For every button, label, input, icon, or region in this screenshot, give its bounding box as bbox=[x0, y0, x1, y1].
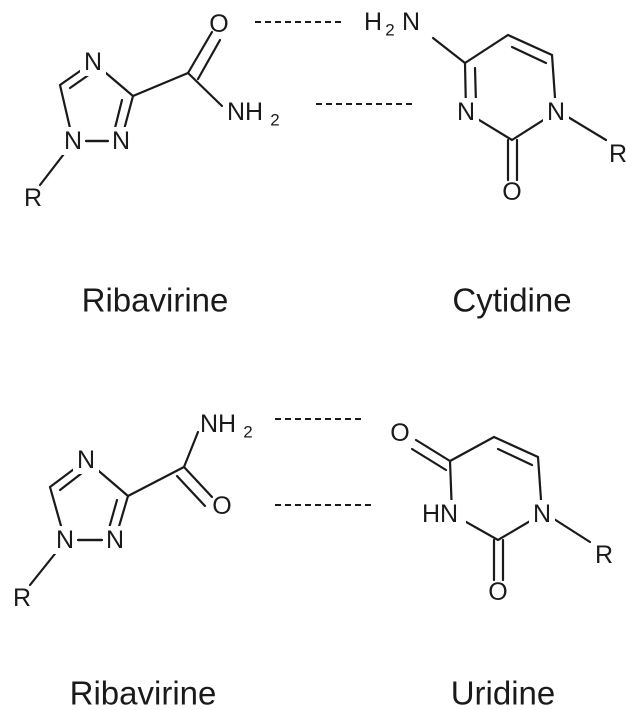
cytidine-n1: N bbox=[547, 98, 565, 126]
amide-subscript-2-bottom: 2 bbox=[243, 423, 252, 442]
uridine-hn3: HN bbox=[422, 500, 458, 528]
triazole-n-top-bottom: N bbox=[77, 446, 95, 474]
cytidine-structure: H 2 N N N O R bbox=[364, 8, 626, 206]
triazole-n-left: N bbox=[64, 127, 82, 155]
cytidine-c4-to-nh2 bbox=[431, 36, 467, 65]
amide-nh-bottom: NH bbox=[200, 410, 236, 438]
triazole-double-bond-b bbox=[112, 98, 124, 134]
triazole-n-right-bottom: N bbox=[106, 526, 124, 554]
amide-nh: NH bbox=[227, 98, 263, 126]
uridine-n1-to-r bbox=[552, 517, 592, 544]
h2n-h: H bbox=[364, 8, 382, 36]
r-group-cytidine: R bbox=[609, 140, 626, 168]
ribavirine-top-structure: N N N O NH 2 R bbox=[24, 10, 280, 212]
caption-cytidine: Cytidine bbox=[452, 282, 571, 319]
triazole-double-bond-a bbox=[68, 72, 92, 90]
amide-subscript-2: 2 bbox=[270, 111, 279, 130]
ring-to-carbonyl-bond bbox=[131, 71, 190, 98]
h2n-n: N bbox=[402, 8, 420, 36]
uridine-o2: O bbox=[488, 578, 507, 606]
r-group-uridine: R bbox=[595, 541, 613, 569]
carbonyl-oxygen-bottom: O bbox=[212, 492, 231, 520]
carbonyl-double-bond-1-bottom bbox=[182, 465, 214, 499]
triazole-n-right: N bbox=[112, 127, 130, 155]
carbonyl-double-bond-2 bbox=[196, 38, 222, 81]
ring-to-carbonyl-bond-bottom bbox=[126, 465, 186, 498]
caption-ribavirine-top: Ribavirine bbox=[82, 282, 229, 319]
cytidine-n1-to-r bbox=[566, 115, 608, 142]
carbonyl-to-amide-bond bbox=[186, 71, 224, 108]
carbonyl-double-bond-1 bbox=[186, 30, 214, 75]
n-to-r-bond-bottom bbox=[28, 548, 60, 587]
triazole-n-left-bottom: N bbox=[56, 526, 74, 554]
carbonyl-double-bond-2-bottom bbox=[175, 474, 207, 508]
caption-ribavirine-bottom: Ribavirine bbox=[70, 675, 217, 710]
carbonyl-oxygen: O bbox=[209, 10, 228, 38]
uridine-double-bond-c5c6 bbox=[496, 447, 534, 467]
cytidine-n3: N bbox=[457, 98, 475, 126]
uridine-structure: O HN N O R bbox=[390, 419, 613, 606]
caption-uridine: Uridine bbox=[451, 675, 556, 710]
triazole-n-top: N bbox=[84, 48, 102, 76]
cytidine-double-bond-c5c6 bbox=[510, 45, 548, 65]
ribavirine-bottom-structure: N N N NH 2 O R bbox=[13, 410, 253, 612]
n-to-r-bond bbox=[38, 148, 69, 187]
cytidine-oxygen: O bbox=[502, 178, 521, 206]
uridine-c4-carbonyl-1 bbox=[414, 438, 452, 463]
uridine-c4-carbonyl-2 bbox=[410, 447, 448, 472]
uridine-o4: O bbox=[390, 419, 409, 447]
uridine-n1: N bbox=[533, 500, 551, 528]
h2n-subscript-2: 2 bbox=[385, 21, 394, 40]
carbonyl-to-amide-bond-bottom bbox=[182, 430, 200, 469]
triazole-double-bond-a-bottom bbox=[58, 471, 84, 492]
r-group-left-bottom: R bbox=[13, 584, 31, 612]
r-group-left: R bbox=[24, 184, 42, 212]
